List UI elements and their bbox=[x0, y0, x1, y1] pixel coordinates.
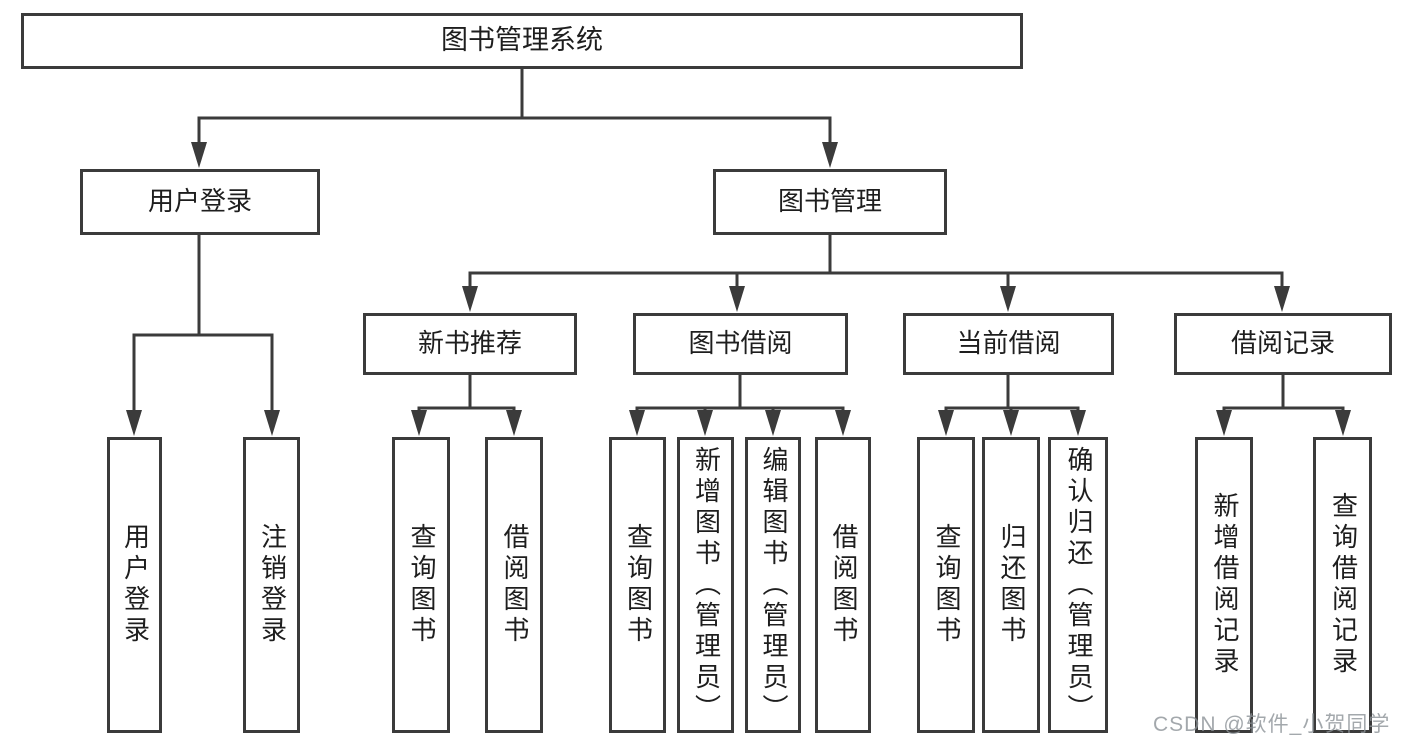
node-leaf-query-books-borrow: 查询图书 bbox=[609, 437, 666, 733]
node-new-book-recommend: 新书推荐 bbox=[363, 313, 577, 375]
node-leaf-return-books: 归还图书 bbox=[982, 437, 1040, 733]
node-leaf-add-book-admin: 新增图书（管理员） bbox=[677, 437, 734, 733]
node-book-borrow: 图书借阅 bbox=[633, 313, 848, 375]
arrowheads bbox=[126, 142, 1351, 436]
node-root: 图书管理系统 bbox=[21, 13, 1023, 69]
node-leaf-add-borrow-record: 新增借阅记录 bbox=[1195, 437, 1253, 733]
node-leaf-query-borrow-record: 查询借阅记录 bbox=[1313, 437, 1372, 733]
node-borrow-records: 借阅记录 bbox=[1174, 313, 1392, 375]
node-leaf-query-books-recommend: 查询图书 bbox=[392, 437, 450, 733]
node-leaf-query-books-current: 查询图书 bbox=[917, 437, 975, 733]
node-leaf-edit-book-admin: 编辑图书（管理员） bbox=[745, 437, 801, 733]
node-leaf-borrow-books-borrow: 借阅图书 bbox=[815, 437, 871, 733]
node-user-login: 用户登录 bbox=[80, 169, 320, 235]
node-book-management: 图书管理 bbox=[713, 169, 947, 235]
node-current-borrow: 当前借阅 bbox=[903, 313, 1114, 375]
node-leaf-confirm-return-admin: 确认归还（管理员） bbox=[1048, 437, 1108, 733]
node-leaf-user-login: 用户登录 bbox=[107, 437, 162, 733]
node-leaf-borrow-books-recommend: 借阅图书 bbox=[485, 437, 543, 733]
watermark: CSDN @软件_小贺同学 bbox=[1153, 713, 1391, 736]
node-leaf-logout: 注销登录 bbox=[243, 437, 300, 733]
